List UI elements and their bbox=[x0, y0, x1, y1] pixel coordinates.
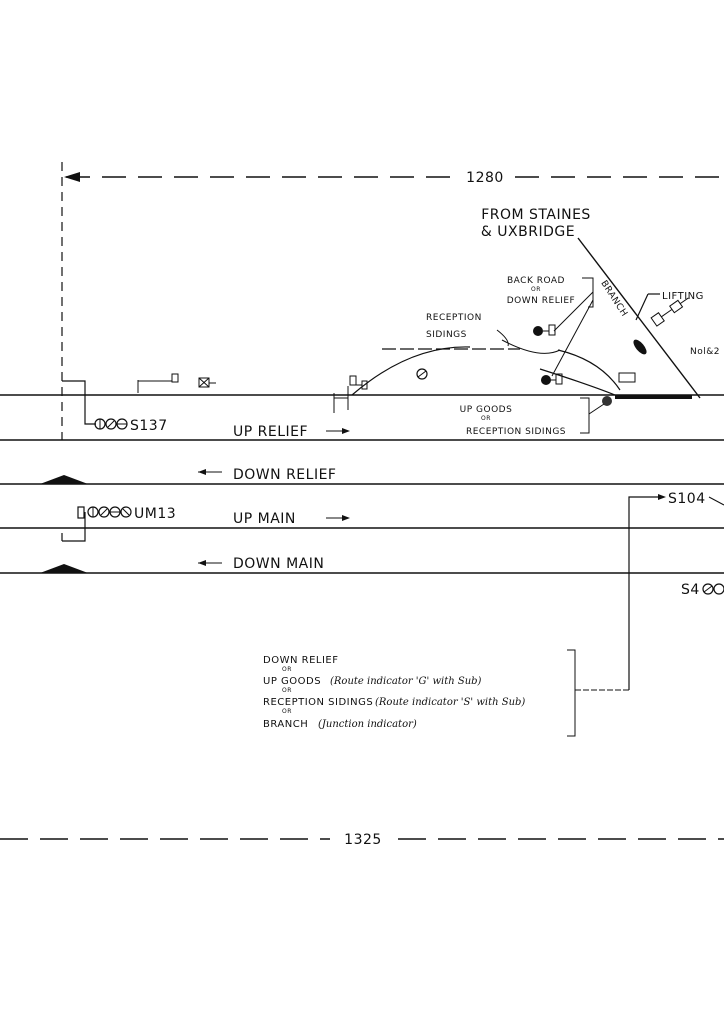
reception-sidings-label: RECEPTION SIDINGS bbox=[466, 427, 566, 437]
signal-s104: S104 bbox=[628, 491, 724, 690]
arrow-left-icon bbox=[64, 172, 80, 182]
lifting-signal bbox=[650, 297, 689, 327]
shunt-signal-2 bbox=[333, 375, 368, 413]
note-line-4a: BRANCH bbox=[263, 719, 308, 730]
s104-label: S104 bbox=[668, 491, 706, 507]
down-relief-small-label: DOWN RELIEF bbox=[507, 296, 575, 306]
signal-s137: S137 bbox=[62, 380, 168, 434]
signal-s4: S4 bbox=[681, 582, 724, 598]
arrow-right-icon bbox=[342, 515, 350, 521]
up-goods-disc-icon bbox=[602, 396, 612, 406]
dimension-1325-label: 1325 bbox=[344, 832, 382, 848]
track-lines bbox=[0, 394, 724, 574]
reception-label: RECEPTION bbox=[426, 313, 482, 323]
origin-line-2: & UXBRIDGE bbox=[481, 224, 575, 240]
reception-signal-upper bbox=[533, 324, 556, 336]
s137-label: S137 bbox=[130, 418, 168, 434]
arrow-right-icon bbox=[342, 428, 350, 434]
branch-line bbox=[577, 237, 701, 399]
lifting-label: LIFTING bbox=[662, 291, 704, 302]
s4-label: S4 bbox=[681, 582, 700, 598]
note-line-2a: UP GOODS bbox=[263, 676, 321, 687]
shunt-signal-1 bbox=[137, 373, 179, 393]
back-road-label: BACK ROAD bbox=[507, 276, 565, 286]
note-or-b: OR bbox=[282, 687, 292, 694]
buffer-stop-icon bbox=[40, 475, 88, 484]
indicator-box-icon bbox=[618, 372, 636, 383]
no12-label: Nol&2 bbox=[690, 347, 720, 357]
note-line-4b: (Junction indicator) bbox=[318, 719, 417, 730]
up-main-label: UP MAIN bbox=[233, 511, 296, 527]
note-or-a: OR bbox=[282, 666, 292, 673]
reception-signal-lower bbox=[541, 373, 563, 385]
branch-leaf-icon bbox=[633, 339, 647, 355]
um13-label: UM13 bbox=[134, 506, 176, 522]
signal-um13: UM13 bbox=[61, 506, 176, 542]
buffer-stop-icon bbox=[40, 564, 88, 573]
or-label-1: OR bbox=[531, 286, 541, 293]
dimension-1280: 1280 bbox=[61, 162, 724, 440]
up-relief-label: UP RELIEF bbox=[233, 424, 308, 440]
dimension-1280-label: 1280 bbox=[466, 170, 504, 186]
note-line-3b: (Route indicator 'S' with Sub) bbox=[375, 697, 525, 708]
down-main-label: DOWN MAIN bbox=[233, 556, 324, 572]
note-line-3a: RECEPTION SIDINGS bbox=[263, 697, 373, 708]
crossed-box-signal bbox=[198, 377, 216, 388]
route-note: DOWN RELIEF OR UP GOODS (Route indicator… bbox=[263, 649, 629, 737]
dimension-1325: 1325 bbox=[0, 832, 724, 848]
ground-disc-icon bbox=[416, 368, 428, 380]
up-goods-label: UP GOODS bbox=[460, 405, 513, 415]
or-label-2: OR bbox=[481, 415, 491, 422]
note-line-2b: (Route indicator 'G' with Sub) bbox=[330, 676, 482, 687]
down-relief-label: DOWN RELIEF bbox=[233, 467, 336, 483]
arrow-left-icon bbox=[198, 560, 206, 566]
sidings-label: SIDINGS bbox=[426, 330, 467, 340]
note-or-c: OR bbox=[282, 708, 292, 715]
origin-line-1: FROM STAINES bbox=[481, 207, 591, 223]
arrow-left-icon bbox=[198, 469, 206, 475]
note-line-1: DOWN RELIEF bbox=[263, 655, 338, 666]
